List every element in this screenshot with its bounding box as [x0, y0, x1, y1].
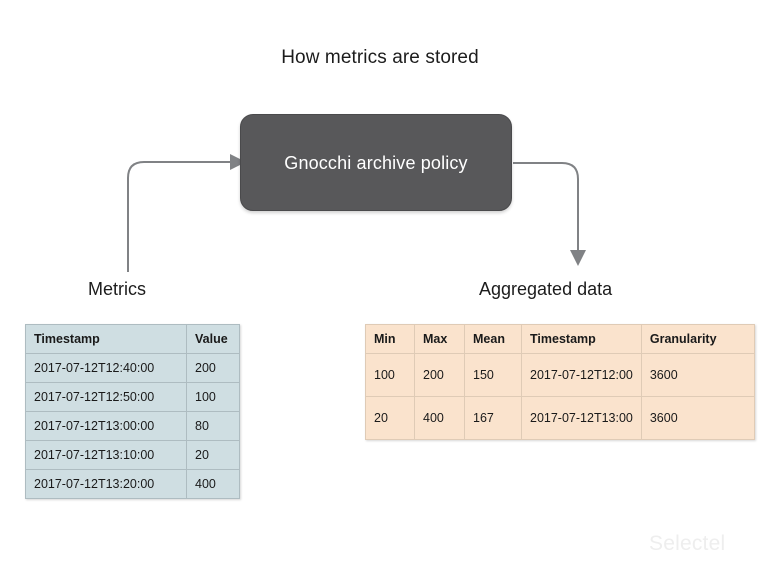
table-row: 2017-07-12T13:20:00 400 — [25, 469, 240, 499]
table-row: 2017-07-12T13:00:00 80 — [25, 411, 240, 441]
table-row: 20 400 167 2017-07-12T13:00 3600 — [365, 396, 755, 440]
cell-value: 100 — [186, 382, 240, 412]
table-row: 2017-07-12T12:40:00 200 — [25, 353, 240, 383]
column-header-timestamp: Timestamp — [521, 324, 642, 354]
cell-timestamp: 2017-07-12T12:50:00 — [25, 382, 187, 412]
cell-mean: 167 — [464, 396, 522, 440]
aggregated-section-label: Aggregated data — [479, 279, 613, 299]
cell-timestamp: 2017-07-12T13:00:00 — [25, 411, 187, 441]
column-header-min: Min — [365, 324, 415, 354]
watermark: Selectel — [649, 532, 726, 555]
cell-mean: 150 — [464, 353, 522, 397]
cell-value: 20 — [186, 440, 240, 470]
input-connector-line — [127, 161, 230, 272]
cell-timestamp: 2017-07-12T12:00 — [521, 353, 642, 397]
cell-granularity: 3600 — [640, 396, 755, 440]
output-arrowhead-icon — [570, 250, 586, 266]
output-connector-line — [513, 162, 579, 250]
cell-min: 100 — [365, 353, 415, 397]
cell-max: 200 — [414, 353, 465, 397]
page-title: How metrics are stored — [281, 47, 479, 68]
process-box: Gnocchi archive policy — [240, 114, 512, 211]
metrics-table: Timestamp Value 2017-07-12T12:40:00 200 … — [25, 324, 240, 499]
table-row: 2017-07-12T12:50:00 100 — [25, 382, 240, 412]
column-header-mean: Mean — [464, 324, 522, 354]
column-header-value: Value — [186, 324, 240, 354]
column-header-max: Max — [414, 324, 465, 354]
cell-timestamp: 2017-07-12T12:40:00 — [25, 353, 187, 383]
aggregated-table: Min Max Mean Timestamp Granularity 100 2… — [365, 324, 755, 440]
cell-max: 400 — [414, 396, 465, 440]
table-row: 100 200 150 2017-07-12T12:00 3600 — [365, 353, 755, 397]
table-header-row: Timestamp Value — [25, 324, 240, 354]
metrics-section-label: Metrics — [88, 279, 146, 299]
cell-value: 200 — [186, 353, 240, 383]
cell-timestamp: 2017-07-12T13:20:00 — [25, 469, 187, 499]
column-header-granularity: Granularity — [640, 324, 755, 354]
table-header-row: Min Max Mean Timestamp Granularity — [365, 324, 755, 354]
cell-granularity: 3600 — [640, 353, 755, 397]
column-header-timestamp: Timestamp — [25, 324, 187, 354]
cell-timestamp: 2017-07-12T13:00 — [521, 396, 642, 440]
cell-min: 20 — [365, 396, 415, 440]
cell-value: 80 — [186, 411, 240, 441]
table-row: 2017-07-12T13:10:00 20 — [25, 440, 240, 470]
cell-value: 400 — [186, 469, 240, 499]
cell-timestamp: 2017-07-12T13:10:00 — [25, 440, 187, 470]
process-box-label: Gnocchi archive policy — [284, 152, 468, 173]
